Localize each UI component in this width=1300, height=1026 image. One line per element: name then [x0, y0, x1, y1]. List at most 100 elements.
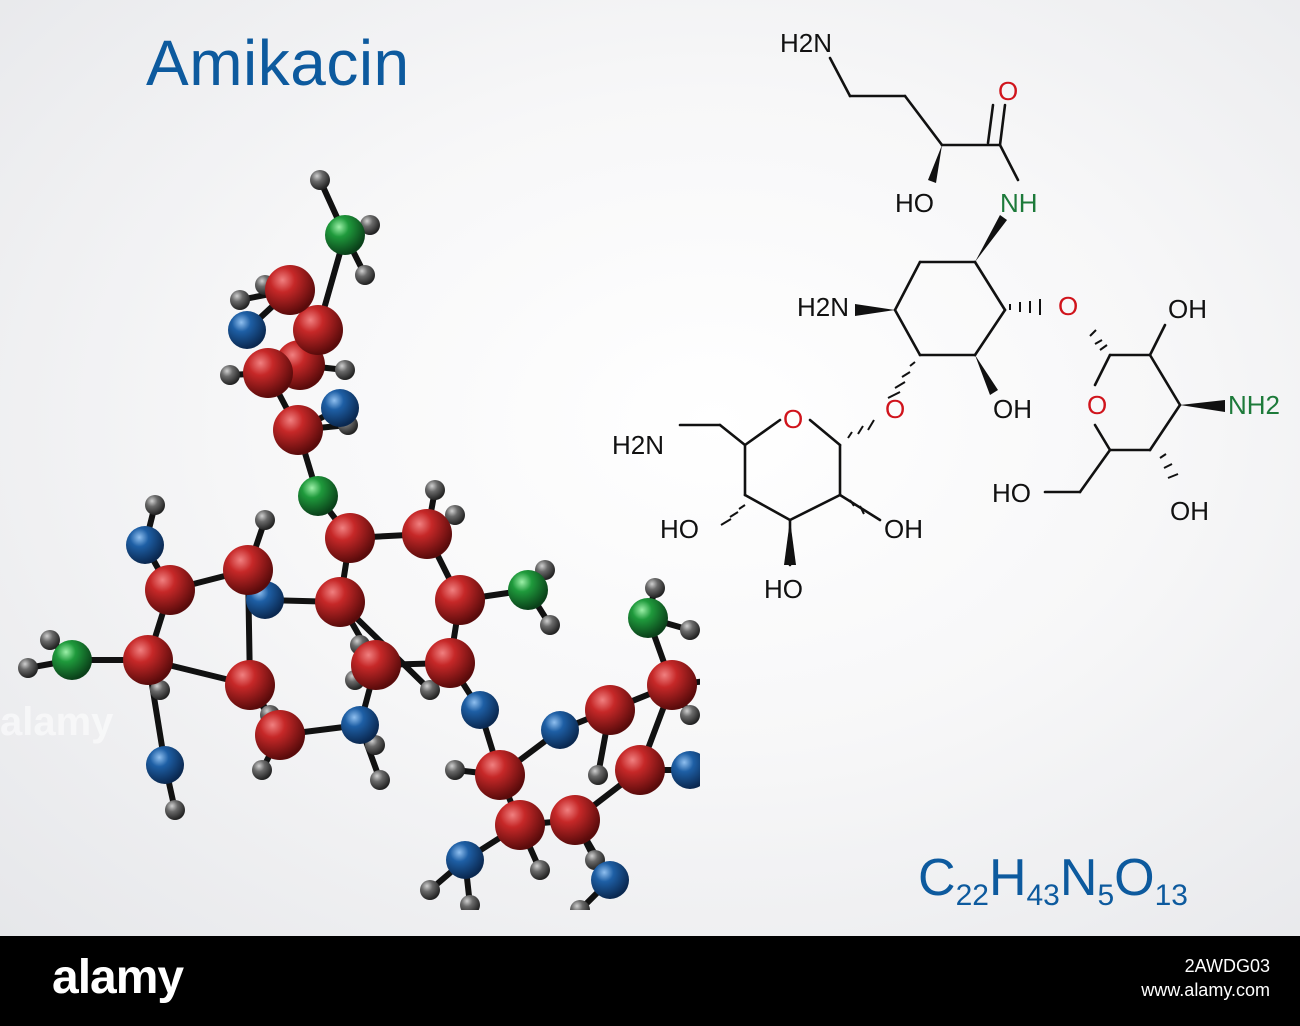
- oxygen-atom: [591, 861, 629, 899]
- hydrogen-atom: [355, 265, 375, 285]
- footer-bar: alamy 2AWDG03 www.alamy.com: [0, 936, 1300, 1026]
- formula-count: 13: [1154, 879, 1188, 912]
- label-ho-ch2-right: HO: [992, 478, 1031, 508]
- hydrogen-atom: [255, 510, 275, 530]
- carbon-atom: [225, 660, 275, 710]
- carbon-atom: [123, 635, 173, 685]
- label-ho-sidechain: HO: [895, 188, 934, 218]
- oxygen-atom: [126, 526, 164, 564]
- hydrogen-atom: [445, 505, 465, 525]
- formula-element: H: [988, 849, 1027, 907]
- molecule-title: Amikacin: [146, 27, 410, 99]
- hydrogen-atom: [680, 705, 700, 725]
- label-oh-ring-right: OH: [1168, 294, 1207, 324]
- hydrogen-atom: [360, 215, 380, 235]
- model-atoms: [18, 170, 700, 910]
- hydrogen-atom: [540, 615, 560, 635]
- oxygen-atom: [321, 389, 359, 427]
- hydrogen-atom: [460, 895, 480, 910]
- carbon-atom: [495, 800, 545, 850]
- carbon-atom: [265, 265, 315, 315]
- hydrogen-atom: [588, 765, 608, 785]
- footer-logo[interactable]: alamy: [52, 951, 184, 1004]
- oxygen-atom: [541, 711, 579, 749]
- label-oh-left-2: OH: [884, 514, 923, 544]
- skeletal-bonds: [678, 56, 1182, 567]
- carbon-atom: [315, 577, 365, 627]
- hydrogen-atom: [570, 900, 590, 910]
- hydrogen-atom: [370, 770, 390, 790]
- hydrogen-atom: [220, 365, 240, 385]
- oxygen-atom: [146, 746, 184, 784]
- label-o-bridge-left: O: [885, 394, 905, 424]
- label-ho-left-1: HO: [660, 514, 699, 544]
- footer-image-info: 2AWDG03 www.alamy.com: [1141, 954, 1270, 1002]
- carbon-atom: [475, 750, 525, 800]
- label-oh-center: OH: [993, 394, 1032, 424]
- carbon-atom: [550, 795, 600, 845]
- label-h2n-left: H2N: [612, 430, 664, 460]
- label-ho-left-3: HO: [764, 574, 803, 604]
- carbon-atom: [435, 575, 485, 625]
- footer-image-id: 2AWDG03: [1184, 956, 1270, 976]
- hydrogen-atom: [252, 760, 272, 780]
- formula-count: 22: [955, 879, 989, 912]
- carbon-atom: [615, 745, 665, 795]
- molecular-formula: C22H43N5O13: [918, 848, 1188, 913]
- carbon-atom: [293, 305, 343, 355]
- label-o-ring-left: O: [783, 404, 803, 434]
- label-h2n-top: H2N: [780, 28, 832, 58]
- carbon-atom: [647, 660, 697, 710]
- hydrogen-atom: [150, 680, 170, 700]
- hydrogen-atom: [310, 170, 330, 190]
- formula-element: O: [1114, 849, 1155, 907]
- carbon-atom: [243, 348, 293, 398]
- illustration-canvas: Amikacin: [0, 0, 1300, 936]
- skeletal-atom-labels: H2N O HO NH H2N O OH O OH O NH2 OH HO H2…: [612, 28, 1280, 604]
- label-o-ring-right: O: [1087, 390, 1107, 420]
- hydrogen-atom: [445, 760, 465, 780]
- hydrogen-atom: [420, 880, 440, 900]
- carbon-atom: [351, 640, 401, 690]
- carbon-atom: [425, 638, 475, 688]
- formula-element: C: [918, 849, 956, 907]
- hydrogen-atom: [165, 800, 185, 820]
- carbon-atom: [255, 710, 305, 760]
- hydrogen-atom: [425, 480, 445, 500]
- oxygen-atom: [446, 841, 484, 879]
- nitrogen-atom: [52, 640, 92, 680]
- oxygen-atom: [341, 706, 379, 744]
- hydrogen-atom: [420, 680, 440, 700]
- carbon-atom: [273, 405, 323, 455]
- formula-count: 43: [1026, 879, 1060, 912]
- hydrogen-atom: [335, 360, 355, 380]
- carbon-atom: [585, 685, 635, 735]
- oxygen-atom: [671, 751, 700, 789]
- oxygen-atom: [461, 691, 499, 729]
- nitrogen-atom: [628, 598, 668, 638]
- label-oh-right-bottom: OH: [1170, 496, 1209, 526]
- hydrogen-atom: [145, 495, 165, 515]
- carbon-atom: [402, 509, 452, 559]
- formula-count: 5: [1097, 879, 1115, 912]
- label-nh: NH: [1000, 188, 1038, 218]
- skeletal-hash-bonds: [720, 299, 1179, 526]
- label-o-carbonyl: O: [998, 76, 1018, 106]
- skeletal-formula: H2N O HO NH H2N O OH O OH O NH2 OH HO H2…: [612, 28, 1280, 604]
- formula-element: N: [1059, 849, 1098, 907]
- oxygen-atom: [228, 311, 266, 349]
- footer-site[interactable]: www.alamy.com: [1141, 980, 1270, 1000]
- hydrogen-atom: [680, 620, 700, 640]
- carbon-atom: [145, 565, 195, 615]
- label-h2n-ring: H2N: [797, 292, 849, 322]
- hydrogen-atom: [530, 860, 550, 880]
- watermark-left: alamy: [0, 700, 114, 744]
- hydrogen-atom: [18, 658, 38, 678]
- hydrogen-atom: [230, 290, 250, 310]
- nitrogen-atom: [298, 476, 338, 516]
- hydrogen-atom: [40, 630, 60, 650]
- label-nh2-right: NH2: [1228, 390, 1280, 420]
- ball-and-stick-model: [18, 170, 700, 910]
- label-o-bridge-right: O: [1058, 291, 1078, 321]
- carbon-atom: [325, 513, 375, 563]
